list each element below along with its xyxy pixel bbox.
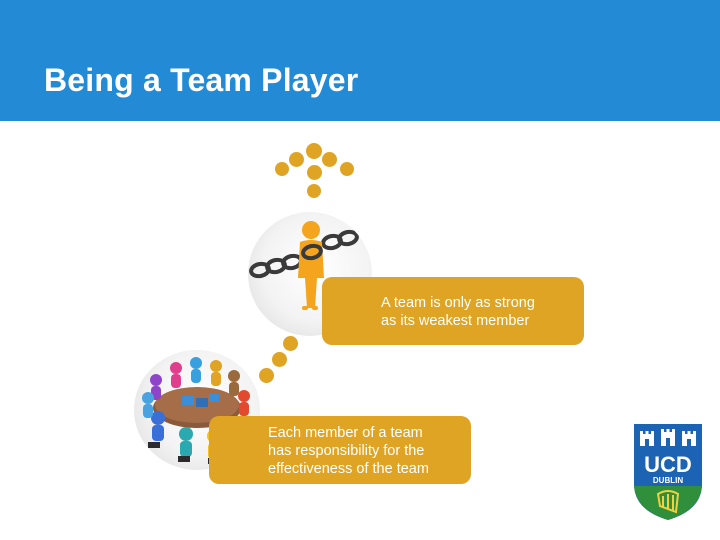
title-bar <box>0 0 720 121</box>
ucd-crest-logo: UCD DUBLIN <box>632 422 704 522</box>
point-1-line-2: as its weakest member <box>381 313 530 329</box>
point-2-line-3: effectiveness of the team <box>268 461 429 477</box>
point-2-line-1: Each member of a team <box>268 425 423 441</box>
slide-title: Being a Team Player <box>44 62 359 98</box>
point-banner-1 <box>322 277 584 345</box>
point-1-line-1: A team is only as strong <box>381 295 535 311</box>
logo-letters: UCD <box>644 452 692 477</box>
logo-subtitle: DUBLIN <box>653 476 683 485</box>
point-banner-2 <box>209 416 471 484</box>
point-2-line-2: has responsibility for the <box>268 443 425 459</box>
